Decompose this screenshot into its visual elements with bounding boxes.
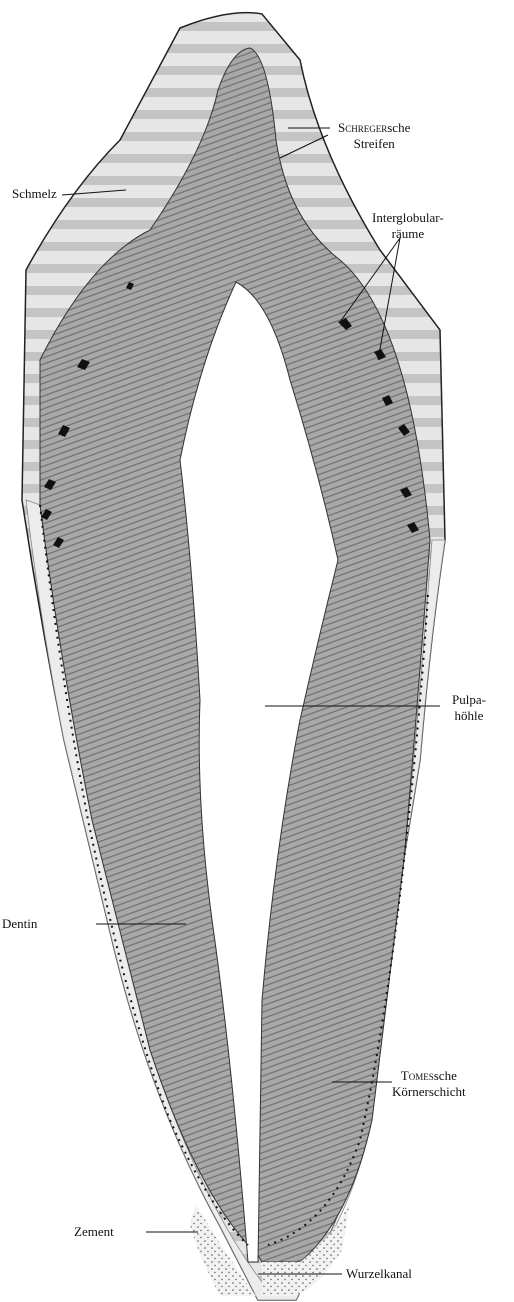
label-schreger-streifen: Schregersche Streifen	[338, 120, 410, 152]
label-pulpa-line1: Pulpa-	[452, 692, 486, 707]
label-zement: Zement	[74, 1224, 114, 1240]
label-koernerschicht: Körnerschicht	[392, 1084, 466, 1099]
label-schreger-suffix: sche	[387, 120, 410, 135]
label-streifen: Streifen	[354, 136, 395, 151]
label-tomes-suffix: sche	[434, 1068, 457, 1083]
label-tomes-name: Tomes	[401, 1068, 434, 1083]
label-interglobular-line2: räume	[392, 226, 424, 241]
label-interglobular-line1: Interglobular-	[372, 210, 444, 225]
label-tomes-koernerschicht: Tomessche Körnerschicht	[392, 1068, 466, 1100]
label-wurzelkanal: Wurzelkanal	[346, 1266, 412, 1282]
label-pulpa-line2: höhle	[455, 708, 484, 723]
label-schmelz: Schmelz	[12, 186, 57, 202]
label-dentin: Dentin	[2, 916, 37, 932]
label-schreger-name: Schreger	[338, 120, 387, 135]
label-interglobularraeume: Interglobular- räume	[372, 210, 444, 242]
label-pulpahoehle: Pulpa- höhle	[452, 692, 486, 724]
